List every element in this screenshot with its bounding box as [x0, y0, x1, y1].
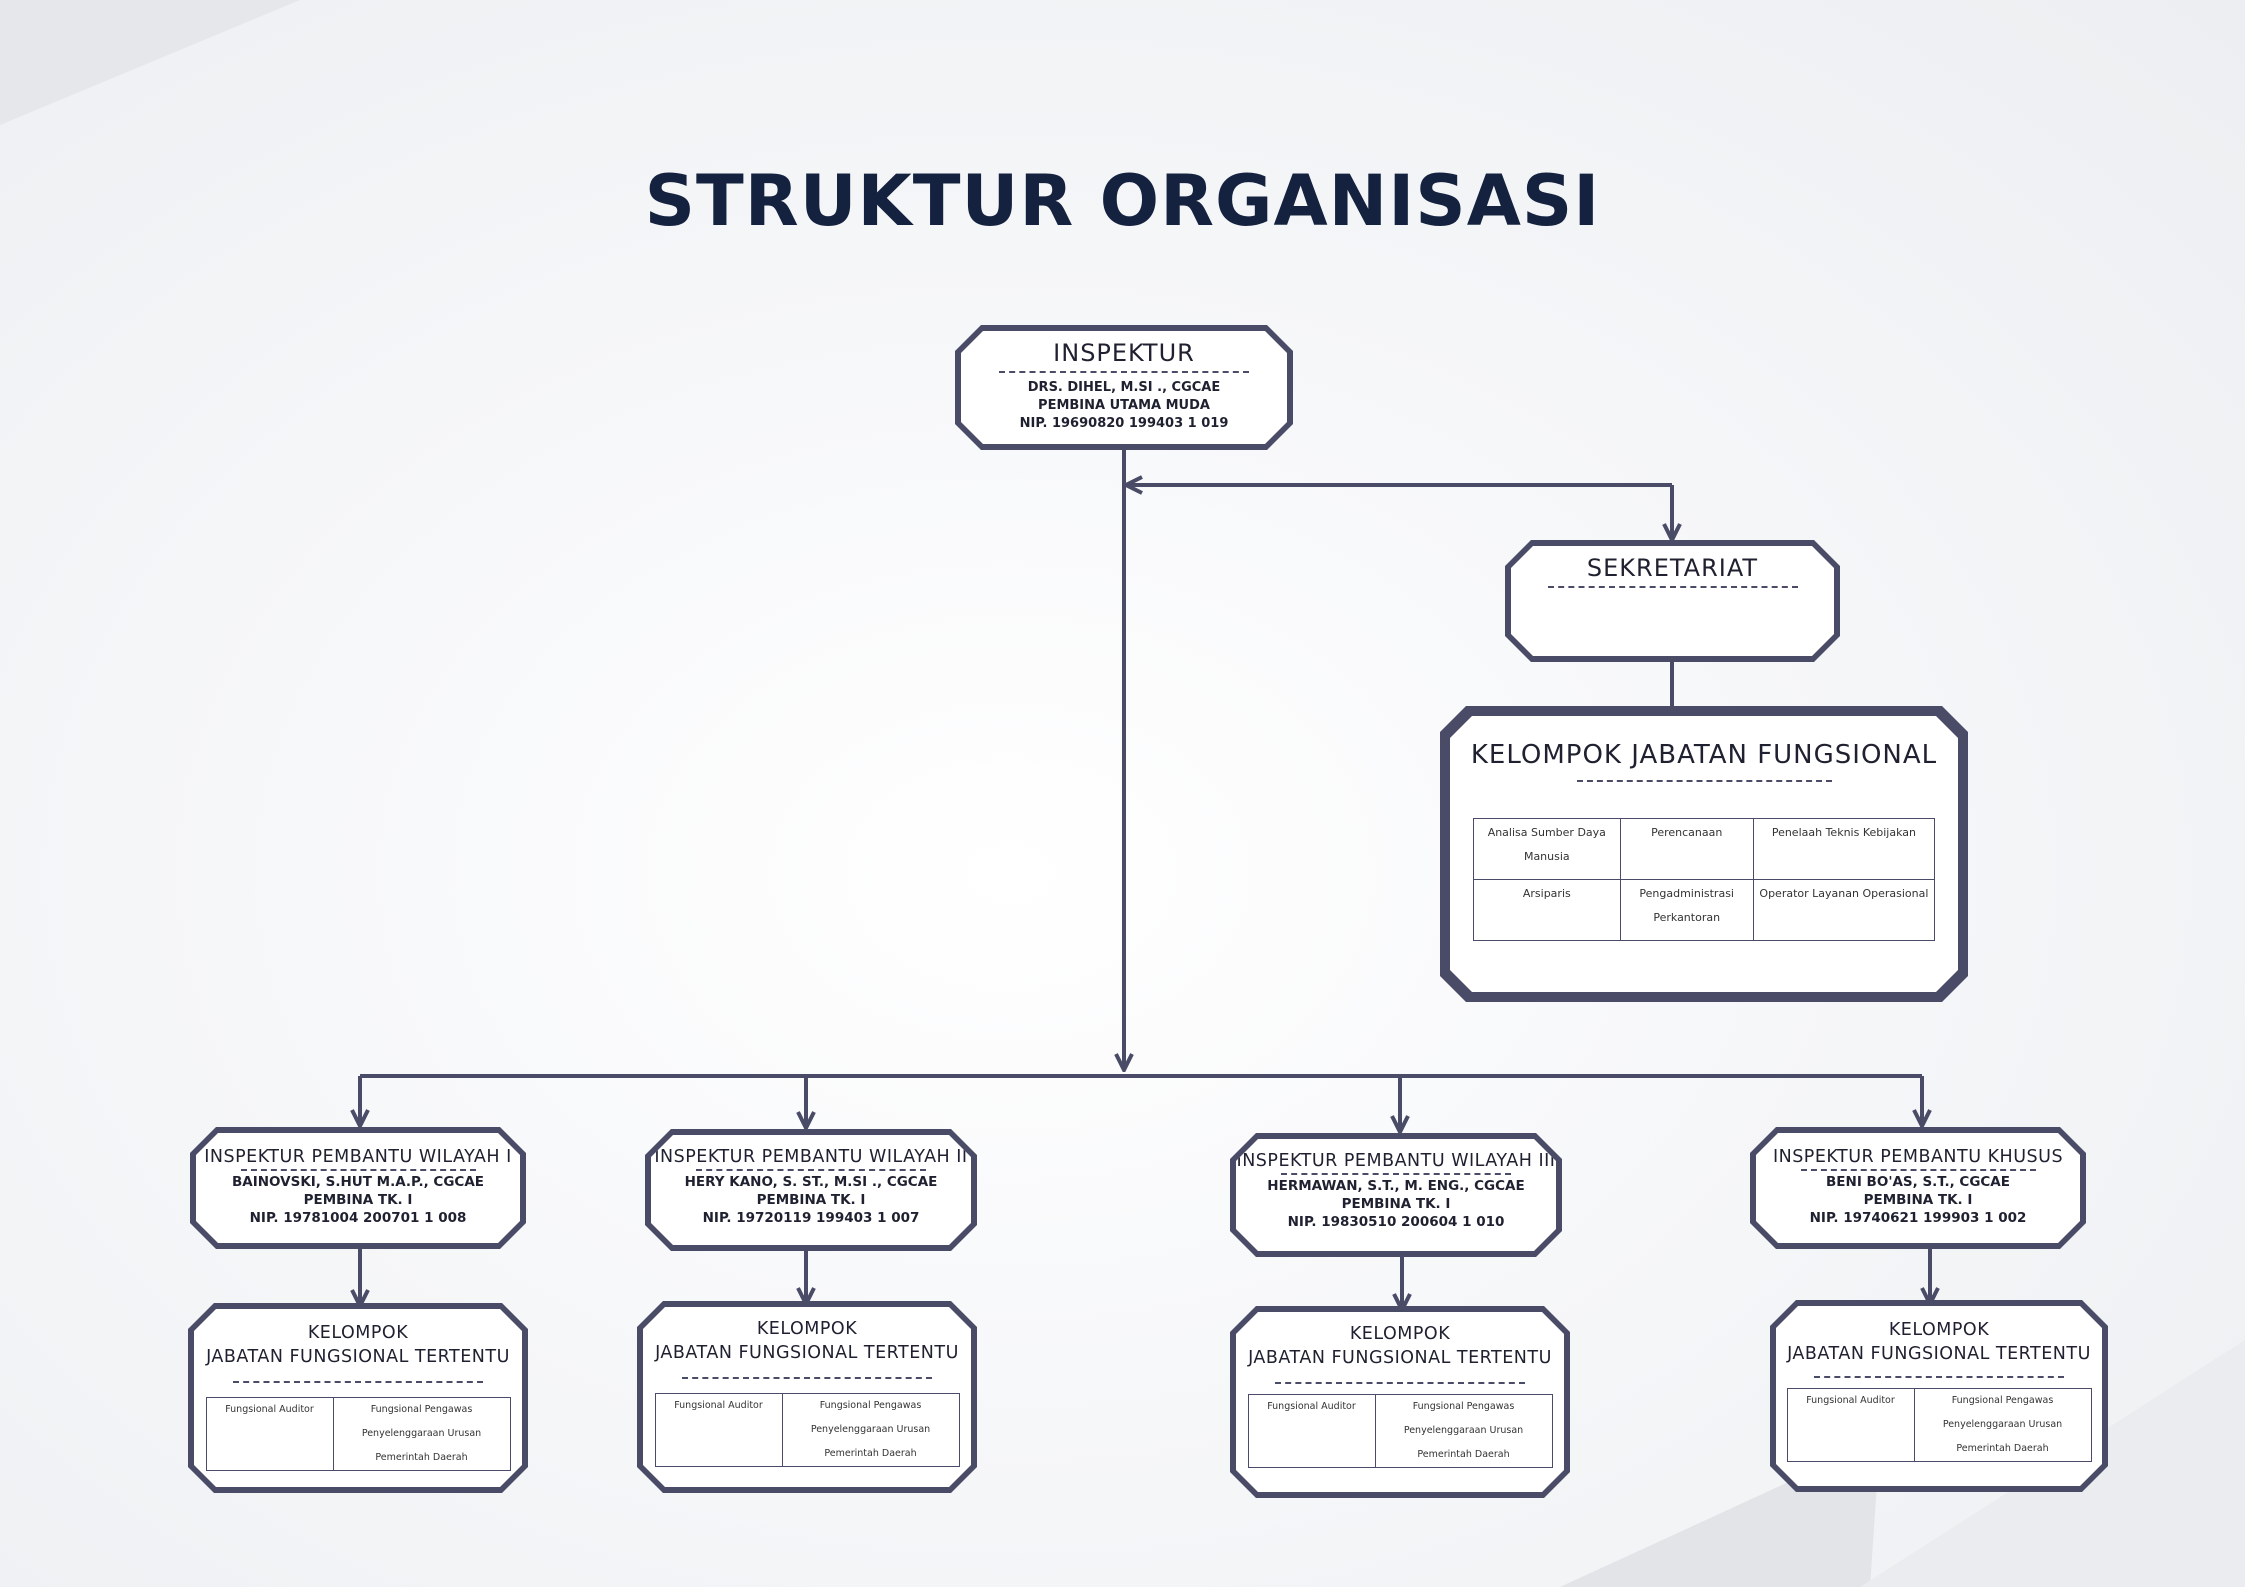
table-cell: Pengadministrasi Perkantoran: [1620, 880, 1753, 941]
jft-title-line1: KELOMPOK: [1888, 1320, 1990, 1340]
pembantu-title: INSPEKTUR PEMBANTU WILAYAH I: [204, 1147, 512, 1167]
table-row: Analisa Sumber Daya Manusia Perencanaan …: [1474, 819, 1935, 880]
divider: [233, 1381, 483, 1383]
inspektur-pembantu-khusus-box: INSPEKTUR PEMBANTU KHUSUS BENI BO'AS, S.…: [1750, 1127, 2086, 1249]
pembantu-nip: NIP. 19740621 199903 1 002: [1809, 1210, 2027, 1226]
table-row: Arsiparis Pengadministrasi Perkantoran O…: [1474, 880, 1935, 941]
pembantu-nip: NIP. 19830510 200604 1 010: [1287, 1214, 1505, 1230]
table-cell: Penelaah Teknis Kebijakan: [1753, 819, 1934, 880]
pembantu-name: HERMAWAN, S.T., M. ENG., CGCAE: [1267, 1178, 1525, 1194]
table-row: Fungsional Auditor Fungsional Pengawas P…: [1248, 1395, 1552, 1468]
kelompok-jabatan-fungsional-box: KELOMPOK JABATAN FUNGSIONAL Analisa Sumb…: [1440, 706, 1968, 1002]
table-cell: Fungsional Pengawas Penyelenggaraan Urus…: [1914, 1389, 2091, 1462]
divider: [682, 1377, 932, 1379]
jft-title-line2: JABATAN FUNGSIONAL TERTENTU: [655, 1343, 959, 1363]
pembantu-rank: PEMBINA TK. I: [303, 1192, 413, 1208]
divider: [241, 1169, 476, 1171]
pembantu-name: HERY KANO, S. ST., M.SI ., CGCAE: [684, 1174, 938, 1190]
inspektur-pembantu-wilayah-1-box: INSPEKTUR PEMBANTU WILAYAH I BAINOVSKI, …: [190, 1127, 526, 1249]
inspektur-name: DRS. DIHEL, M.SI ., CGCAE: [1027, 380, 1221, 395]
jft-title-line1: KELOMPOK: [756, 1319, 858, 1339]
jft-box-4: KELOMPOK JABATAN FUNGSIONAL TERTENTU Fun…: [1770, 1300, 2108, 1492]
jft-table: Fungsional Auditor Fungsional Pengawas P…: [655, 1393, 960, 1467]
table-cell: Perencanaan: [1620, 819, 1753, 880]
inspektur-title: INSPEKTUR: [1053, 339, 1195, 367]
jft-box-3: KELOMPOK JABATAN FUNGSIONAL TERTENTU Fun…: [1230, 1306, 1570, 1498]
table-cell: Fungsional Pengawas Penyelenggaraan Urus…: [782, 1394, 959, 1467]
sekretariat-title: SEKRETARIAT: [1586, 554, 1759, 582]
jft-table: Fungsional Auditor Fungsional Pengawas P…: [206, 1397, 511, 1471]
table-cell: Fungsional Auditor: [1787, 1389, 1914, 1462]
kelompok-table: Analisa Sumber Daya Manusia Perencanaan …: [1473, 818, 1935, 941]
pembantu-title: INSPEKTUR PEMBANTU WILAYAH III: [1236, 1151, 1556, 1171]
divider: [1275, 1382, 1525, 1384]
pembantu-name: BENI BO'AS, S.T., CGCAE: [1826, 1174, 2010, 1190]
jft-title-line2: JABATAN FUNGSIONAL TERTENTU: [1787, 1344, 2091, 1364]
jft-title-line2: JABATAN FUNGSIONAL TERTENTU: [1248, 1348, 1552, 1368]
inspektur-pembantu-wilayah-2-box: INSPEKTUR PEMBANTU WILAYAH II HERY KANO,…: [645, 1129, 977, 1251]
table-cell: Fungsional Auditor: [655, 1394, 782, 1467]
table-cell: Arsiparis: [1474, 880, 1621, 941]
jft-title-line2: JABATAN FUNGSIONAL TERTENTU: [206, 1347, 510, 1367]
table-row: Fungsional Auditor Fungsional Pengawas P…: [655, 1394, 959, 1467]
divider: [999, 371, 1249, 373]
inspektur-box: INSPEKTUR DRS. DIHEL, M.SI ., CGCAE PEMB…: [955, 325, 1293, 450]
jft-title-line1: KELOMPOK: [1349, 1324, 1451, 1344]
divider: [1548, 586, 1798, 588]
table-row: Fungsional Auditor Fungsional Pengawas P…: [1787, 1389, 2091, 1462]
jft-box-2: KELOMPOK JABATAN FUNGSIONAL TERTENTU Fun…: [637, 1301, 977, 1493]
pembantu-rank: PEMBINA TK. I: [756, 1192, 866, 1208]
table-cell: Fungsional Auditor: [1248, 1395, 1375, 1468]
pembantu-title: INSPEKTUR PEMBANTU WILAYAH II: [654, 1147, 968, 1167]
pembantu-title: INSPEKTUR PEMBANTU KHUSUS: [1772, 1147, 2064, 1167]
page-title: STRUKTUR ORGANISASI: [644, 160, 1601, 242]
pembantu-rank: PEMBINA TK. I: [1341, 1196, 1451, 1212]
jft-table: Fungsional Auditor Fungsional Pengawas P…: [1787, 1388, 2092, 1462]
divider: [1814, 1376, 2064, 1378]
table-cell: Analisa Sumber Daya Manusia: [1474, 819, 1621, 880]
jft-table: Fungsional Auditor Fungsional Pengawas P…: [1248, 1394, 1553, 1468]
jft-box-1: KELOMPOK JABATAN FUNGSIONAL TERTENTU Fun…: [188, 1303, 528, 1493]
pembantu-nip: NIP. 19781004 200701 1 008: [249, 1210, 467, 1226]
divider: [696, 1169, 926, 1171]
pembantu-rank: PEMBINA TK. I: [1863, 1192, 1973, 1208]
pembantu-nip: NIP. 19720119 199403 1 007: [702, 1210, 920, 1226]
divider: [1801, 1169, 2036, 1171]
divider: [1577, 780, 1832, 782]
table-cell: Fungsional Auditor: [206, 1398, 333, 1471]
divider: [1281, 1173, 1511, 1175]
inspektur-pembantu-wilayah-3-box: INSPEKTUR PEMBANTU WILAYAH III HERMAWAN,…: [1230, 1133, 1562, 1257]
table-row: Fungsional Auditor Fungsional Pengawas P…: [206, 1398, 510, 1471]
inspektur-rank: PEMBINA UTAMA MUDA: [1038, 398, 1210, 413]
table-cell: Fungsional Pengawas Penyelenggaraan Urus…: [1375, 1395, 1552, 1468]
kelompok-title: KELOMPOK JABATAN FUNGSIONAL: [1470, 740, 1938, 770]
inspektur-nip: NIP. 19690820 199403 1 019: [1019, 416, 1229, 431]
sekretariat-box: SEKRETARIAT: [1505, 540, 1840, 662]
pembantu-name: BAINOVSKI, S.HUT M.A.P., CGCAE: [231, 1174, 484, 1190]
table-cell: Fungsional Pengawas Penyelenggaraan Urus…: [333, 1398, 510, 1471]
table-cell: Operator Layanan Operasional: [1753, 880, 1934, 941]
jft-title-line1: KELOMPOK: [307, 1323, 409, 1343]
